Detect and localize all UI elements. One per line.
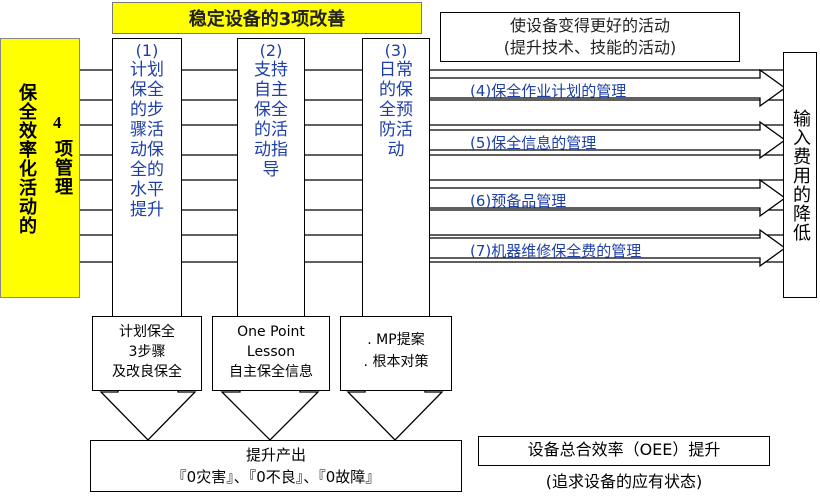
top-banner: 稳定设备的3项改善 <box>112 2 422 34</box>
column-3-bottom-line2: . 根本对策 <box>363 354 429 370</box>
oee-box: 设备总合效率（OEE）提升 <box>478 436 770 466</box>
left-panel: 保全效率化活动的 4 项管理 <box>0 38 80 298</box>
arrow-label-4: (4)保全作业计划的管理 <box>470 82 627 100</box>
right-cost-box: 输入费用的降低 <box>783 52 817 298</box>
bottom-output-line1: 提升产出 <box>245 446 306 464</box>
oee-subtitle: (追求设备的应有状态) <box>545 472 703 491</box>
top-right-line2: (提升技术、技能的活动) <box>503 38 677 57</box>
column-1-bottom-line2: 3步骤 <box>128 344 166 360</box>
column-1-text: 计划保全的步骤活动保全的水平提升 <box>129 60 165 220</box>
arrow-label-7: (7)机器维修保全费的管理 <box>470 242 642 260</box>
column-1-number: (1) <box>135 41 159 60</box>
column-1-bottom-line3: 及改良保全 <box>112 364 182 380</box>
column-1: (1) 计划保全的步骤活动保全的水平提升 <box>112 38 182 318</box>
column-2-bottom-line3: 自主保全信息 <box>229 364 313 380</box>
column-2-number: (2) <box>259 41 283 60</box>
column-2-bottom-line2: Lesson <box>246 344 296 360</box>
left-panel-subtitle: 项管理 <box>52 139 73 196</box>
column-3-bottom: . MP提案 . 根本对策 <box>340 316 452 391</box>
top-right-box: 使设备变得更好的活动 (提升技术、技能的活动) <box>440 12 740 62</box>
column-2-bottom: One Point Lesson 自主保全信息 <box>212 316 330 391</box>
left-panel-title: 保全效率化活动的 <box>16 83 37 235</box>
column-2: (2) 支持自主保全的活动指导 <box>237 38 305 318</box>
bottom-output-box: 提升产出 『0灾害』、『0不良』、『0故障』 <box>90 440 462 492</box>
top-banner-text: 稳定设备的3项改善 <box>188 9 346 30</box>
column-2-text: 支持自主保全的活动指导 <box>253 60 289 180</box>
left-panel-number: 4 <box>53 113 62 132</box>
top-right-line1: 使设备变得更好的活动 <box>509 16 670 35</box>
right-cost-text: 输入费用的降低 <box>790 108 811 242</box>
column-3-number: (3) <box>384 41 408 60</box>
column-1-bottom: 计划保全 3步骤 及改良保全 <box>92 316 202 391</box>
column-1-bottom-line1: 计划保全 <box>119 324 175 340</box>
column-2-bottom-line1: One Point <box>237 324 305 340</box>
column-3: (3) 日常的保全预防活动 <box>362 38 430 318</box>
column-3-bottom-line1: . MP提案 <box>367 332 425 348</box>
arrow-label-6: (6)预备品管理 <box>470 192 567 210</box>
bottom-output-line2: 『0灾害』、『0不良』、『0故障』 <box>171 468 381 486</box>
arrow-label-5: (5)保全信息的管理 <box>470 134 597 152</box>
oee-line1: 设备总合效率（OEE）提升 <box>527 440 721 459</box>
column-3-text: 日常的保全预防活动 <box>378 60 414 160</box>
